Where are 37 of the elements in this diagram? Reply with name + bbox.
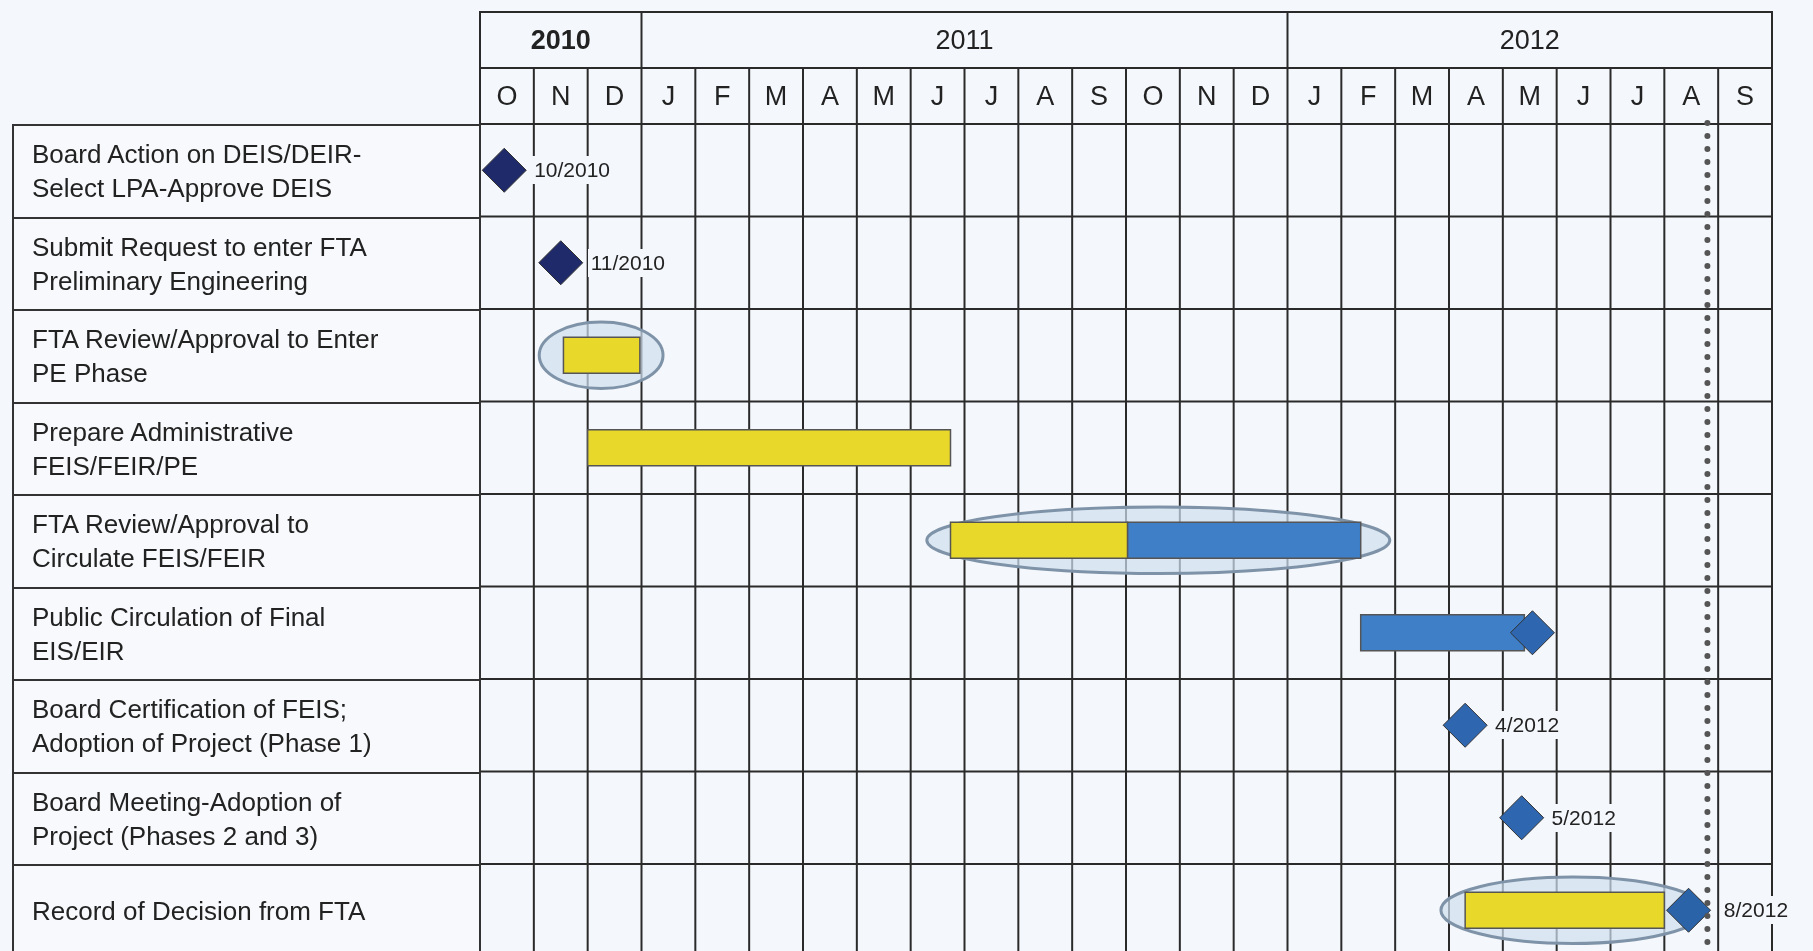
month-label: J [983,79,1000,113]
task-label: Board Certification of FEIS; Adoption of Project (Phase 1) [12,679,481,774]
month-label: S [1735,79,1756,113]
month-label: N [550,79,572,113]
month-label: A [819,79,840,113]
task-label: Board Meeting-Adoption of Project (Phases 2 and 3) [12,771,481,866]
month-label: J [1575,79,1592,113]
month-label: S [1089,79,1110,113]
year-label: 2011 [934,23,995,57]
month-label: N [1196,79,1218,113]
task-label: Public Circulation of Final EIS/EIR [12,586,481,681]
month-label: J [1629,79,1646,113]
month-label: M [871,79,896,113]
month-label: M [1409,79,1435,113]
date-label: 11/2010 [587,248,668,277]
month-label: F [1359,79,1378,113]
month-label: A [1465,79,1486,113]
task-label: FTA Review/Approval to Circulate FEIS/FEIR [12,494,481,589]
month-label: A [1681,79,1702,113]
month-label: O [1141,79,1165,113]
month-label: O [495,79,519,113]
month-label: M [1517,79,1542,113]
month-label: M [763,79,789,113]
month-label: D [603,79,626,113]
year-label: 2010 [529,23,592,57]
month-label: D [1249,79,1272,113]
month-label: J [1306,79,1323,113]
task-label: FTA Review/Approval to Enter PE Phase [12,309,481,404]
task-label: Record of Decision from FTA [12,864,481,951]
task-label: Board Action on DEIS/DEIR- Select LPA-Approve DEIS [12,124,481,219]
month-label: F [713,79,732,113]
task-label: Submit Request to enter FTA Preliminary Engineering [12,216,481,311]
task-label: Prepare Administrative FEIS/FEIR/PE [12,401,481,496]
month-label: A [1035,79,1056,113]
year-label: 2012 [1498,23,1561,57]
month-label: J [929,79,946,113]
month-label: J [660,79,677,113]
